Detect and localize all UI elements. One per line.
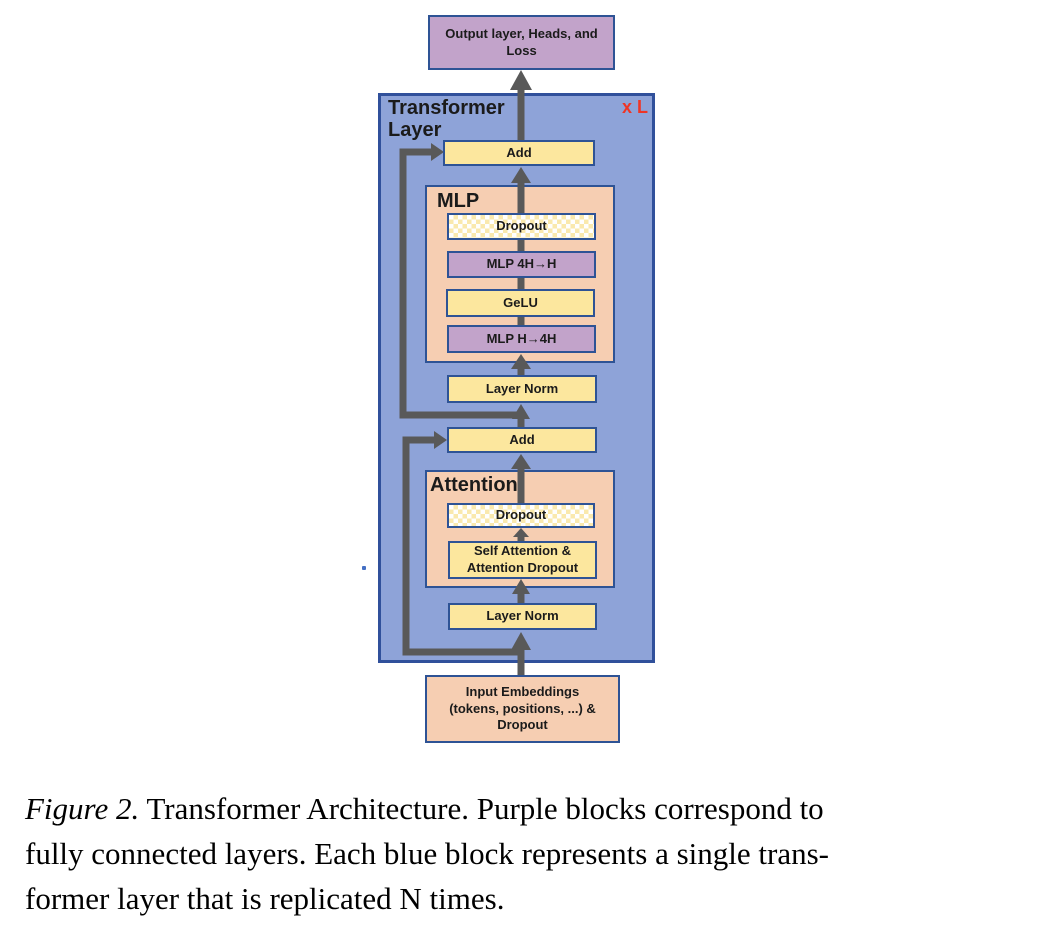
transformer-layer-title: Transformer Layer <box>388 97 505 141</box>
self-attention-box: Self Attention & Attention Dropout <box>448 541 597 579</box>
caption-line-2: fully connected layers. Each blue block … <box>25 836 829 871</box>
add-box-attention: Add <box>447 427 597 453</box>
figure-caption: Figure 2. Transformer Architecture. Purp… <box>25 786 1030 921</box>
figure-number-label: Figure 2. <box>25 791 140 826</box>
repeat-count-label: x L <box>621 97 648 117</box>
output-layer-label: Output layer, Heads, and Loss <box>445 25 598 58</box>
layer-norm-bottom-box: Layer Norm <box>448 603 597 630</box>
output-layer-box: Output layer, Heads, and Loss <box>428 15 615 70</box>
input-embeddings-box: Input Embeddings (tokens, positions, ...… <box>425 675 620 743</box>
mlp-dropout-box: Dropout <box>447 213 596 240</box>
gelu-box: GeLU <box>446 289 595 317</box>
attention-dropout-box: Dropout <box>447 503 595 528</box>
add-box-mlp: Add <box>443 140 595 166</box>
stray-mark <box>362 566 366 570</box>
attention-title: Attention <box>430 474 518 496</box>
caption-line-3: former layer that is replicated N times. <box>25 881 505 916</box>
mlp-title: MLP <box>437 190 480 212</box>
transformer-architecture-figure: Output layer, Heads, and Loss Transforme… <box>362 15 655 743</box>
layer-norm-mid-box: Layer Norm <box>447 375 597 403</box>
mlp-h-to-4h-box: MLP H→4H <box>447 325 596 353</box>
mlp-4h-to-h-box: MLP 4H→H <box>447 251 596 278</box>
caption-line-1: Figure 2. Transformer Architecture. Purp… <box>25 791 824 826</box>
